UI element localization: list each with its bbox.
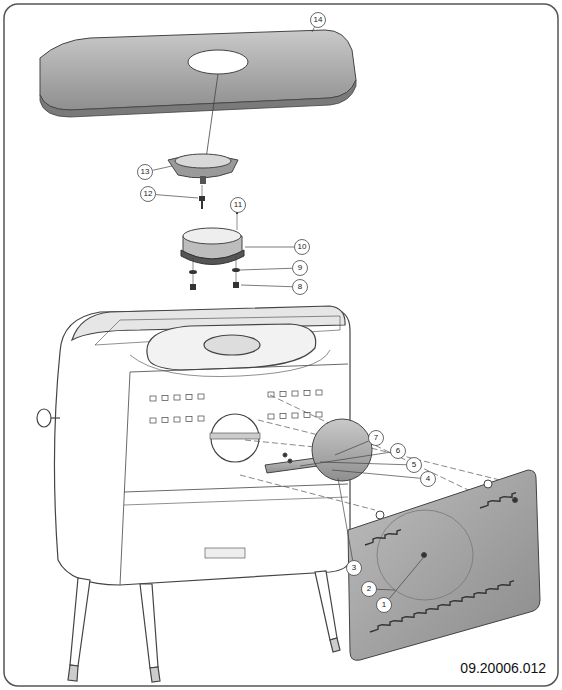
frame bbox=[4, 4, 558, 686]
panel-slots bbox=[365, 493, 516, 632]
drawing-number: 09.20006.012 bbox=[460, 660, 546, 676]
leader-line bbox=[153, 166, 172, 170]
callout-circle bbox=[369, 431, 384, 446]
callout-number: 4 bbox=[426, 474, 430, 484]
callout-number: 5 bbox=[412, 460, 416, 470]
callout-number: 11 bbox=[234, 200, 242, 210]
callout-number: 12 bbox=[144, 189, 153, 199]
callout-number: 14 bbox=[314, 15, 323, 25]
leader-line bbox=[241, 285, 292, 287]
callout-circle bbox=[362, 582, 377, 597]
flue-collar bbox=[168, 154, 238, 184]
callout-circle bbox=[377, 598, 392, 613]
top-plate bbox=[40, 30, 356, 117]
legs bbox=[68, 571, 340, 682]
leader-line bbox=[335, 441, 369, 455]
washers-nuts bbox=[189, 268, 240, 290]
callout-circle bbox=[141, 187, 156, 202]
callout-circles bbox=[138, 13, 436, 613]
leader-line bbox=[377, 589, 395, 591]
stove-body bbox=[37, 306, 350, 585]
callout-circle bbox=[421, 472, 436, 487]
cover-disc bbox=[312, 419, 372, 481]
leader-line bbox=[240, 268, 292, 270]
callout-number: 13 bbox=[141, 167, 150, 177]
callout-number: 8 bbox=[298, 282, 302, 292]
callout-circle bbox=[391, 444, 406, 459]
callout-circle bbox=[138, 165, 153, 180]
leader-line bbox=[332, 470, 420, 478]
leader-line bbox=[312, 27, 314, 32]
callout-circle bbox=[311, 13, 326, 28]
callout-circle bbox=[407, 458, 422, 473]
callout-number: 1 bbox=[382, 600, 386, 610]
callout-circle bbox=[231, 198, 246, 213]
callout-circle bbox=[347, 561, 362, 576]
leader-line bbox=[156, 195, 198, 198]
flue-ring bbox=[181, 228, 244, 265]
callout-circle bbox=[295, 240, 310, 255]
callout-number: 2 bbox=[367, 584, 371, 594]
callout-circle bbox=[293, 261, 308, 276]
callout-number: 9 bbox=[298, 263, 302, 273]
callout-number: 3 bbox=[352, 563, 356, 573]
callout-number: 10 bbox=[298, 242, 307, 252]
leader-line bbox=[320, 462, 406, 465]
leader-line bbox=[389, 558, 423, 599]
vent-holes bbox=[150, 390, 322, 423]
back-panel bbox=[348, 470, 540, 660]
leader-line bbox=[338, 478, 353, 560]
callout-number: 7 bbox=[374, 433, 378, 443]
leader-line bbox=[245, 247, 294, 248]
callout-number: 6 bbox=[396, 446, 400, 456]
callout-circle bbox=[293, 280, 308, 295]
